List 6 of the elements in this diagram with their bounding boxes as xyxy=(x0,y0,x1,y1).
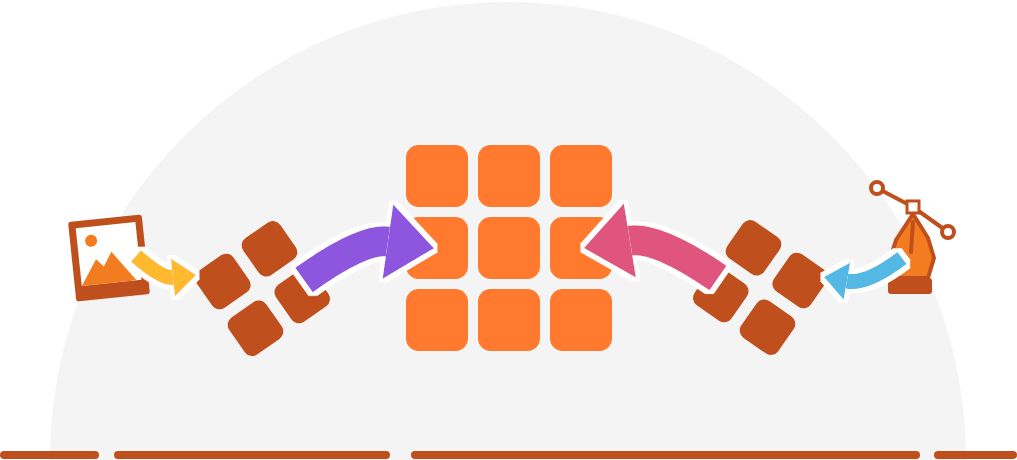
tilted-tile-grid xyxy=(192,218,333,359)
curved-arrow xyxy=(823,252,907,300)
curved-arrow xyxy=(583,203,727,291)
curved-arrow xyxy=(295,204,435,293)
tile-grid xyxy=(406,145,612,351)
curved-arrow xyxy=(131,250,197,297)
